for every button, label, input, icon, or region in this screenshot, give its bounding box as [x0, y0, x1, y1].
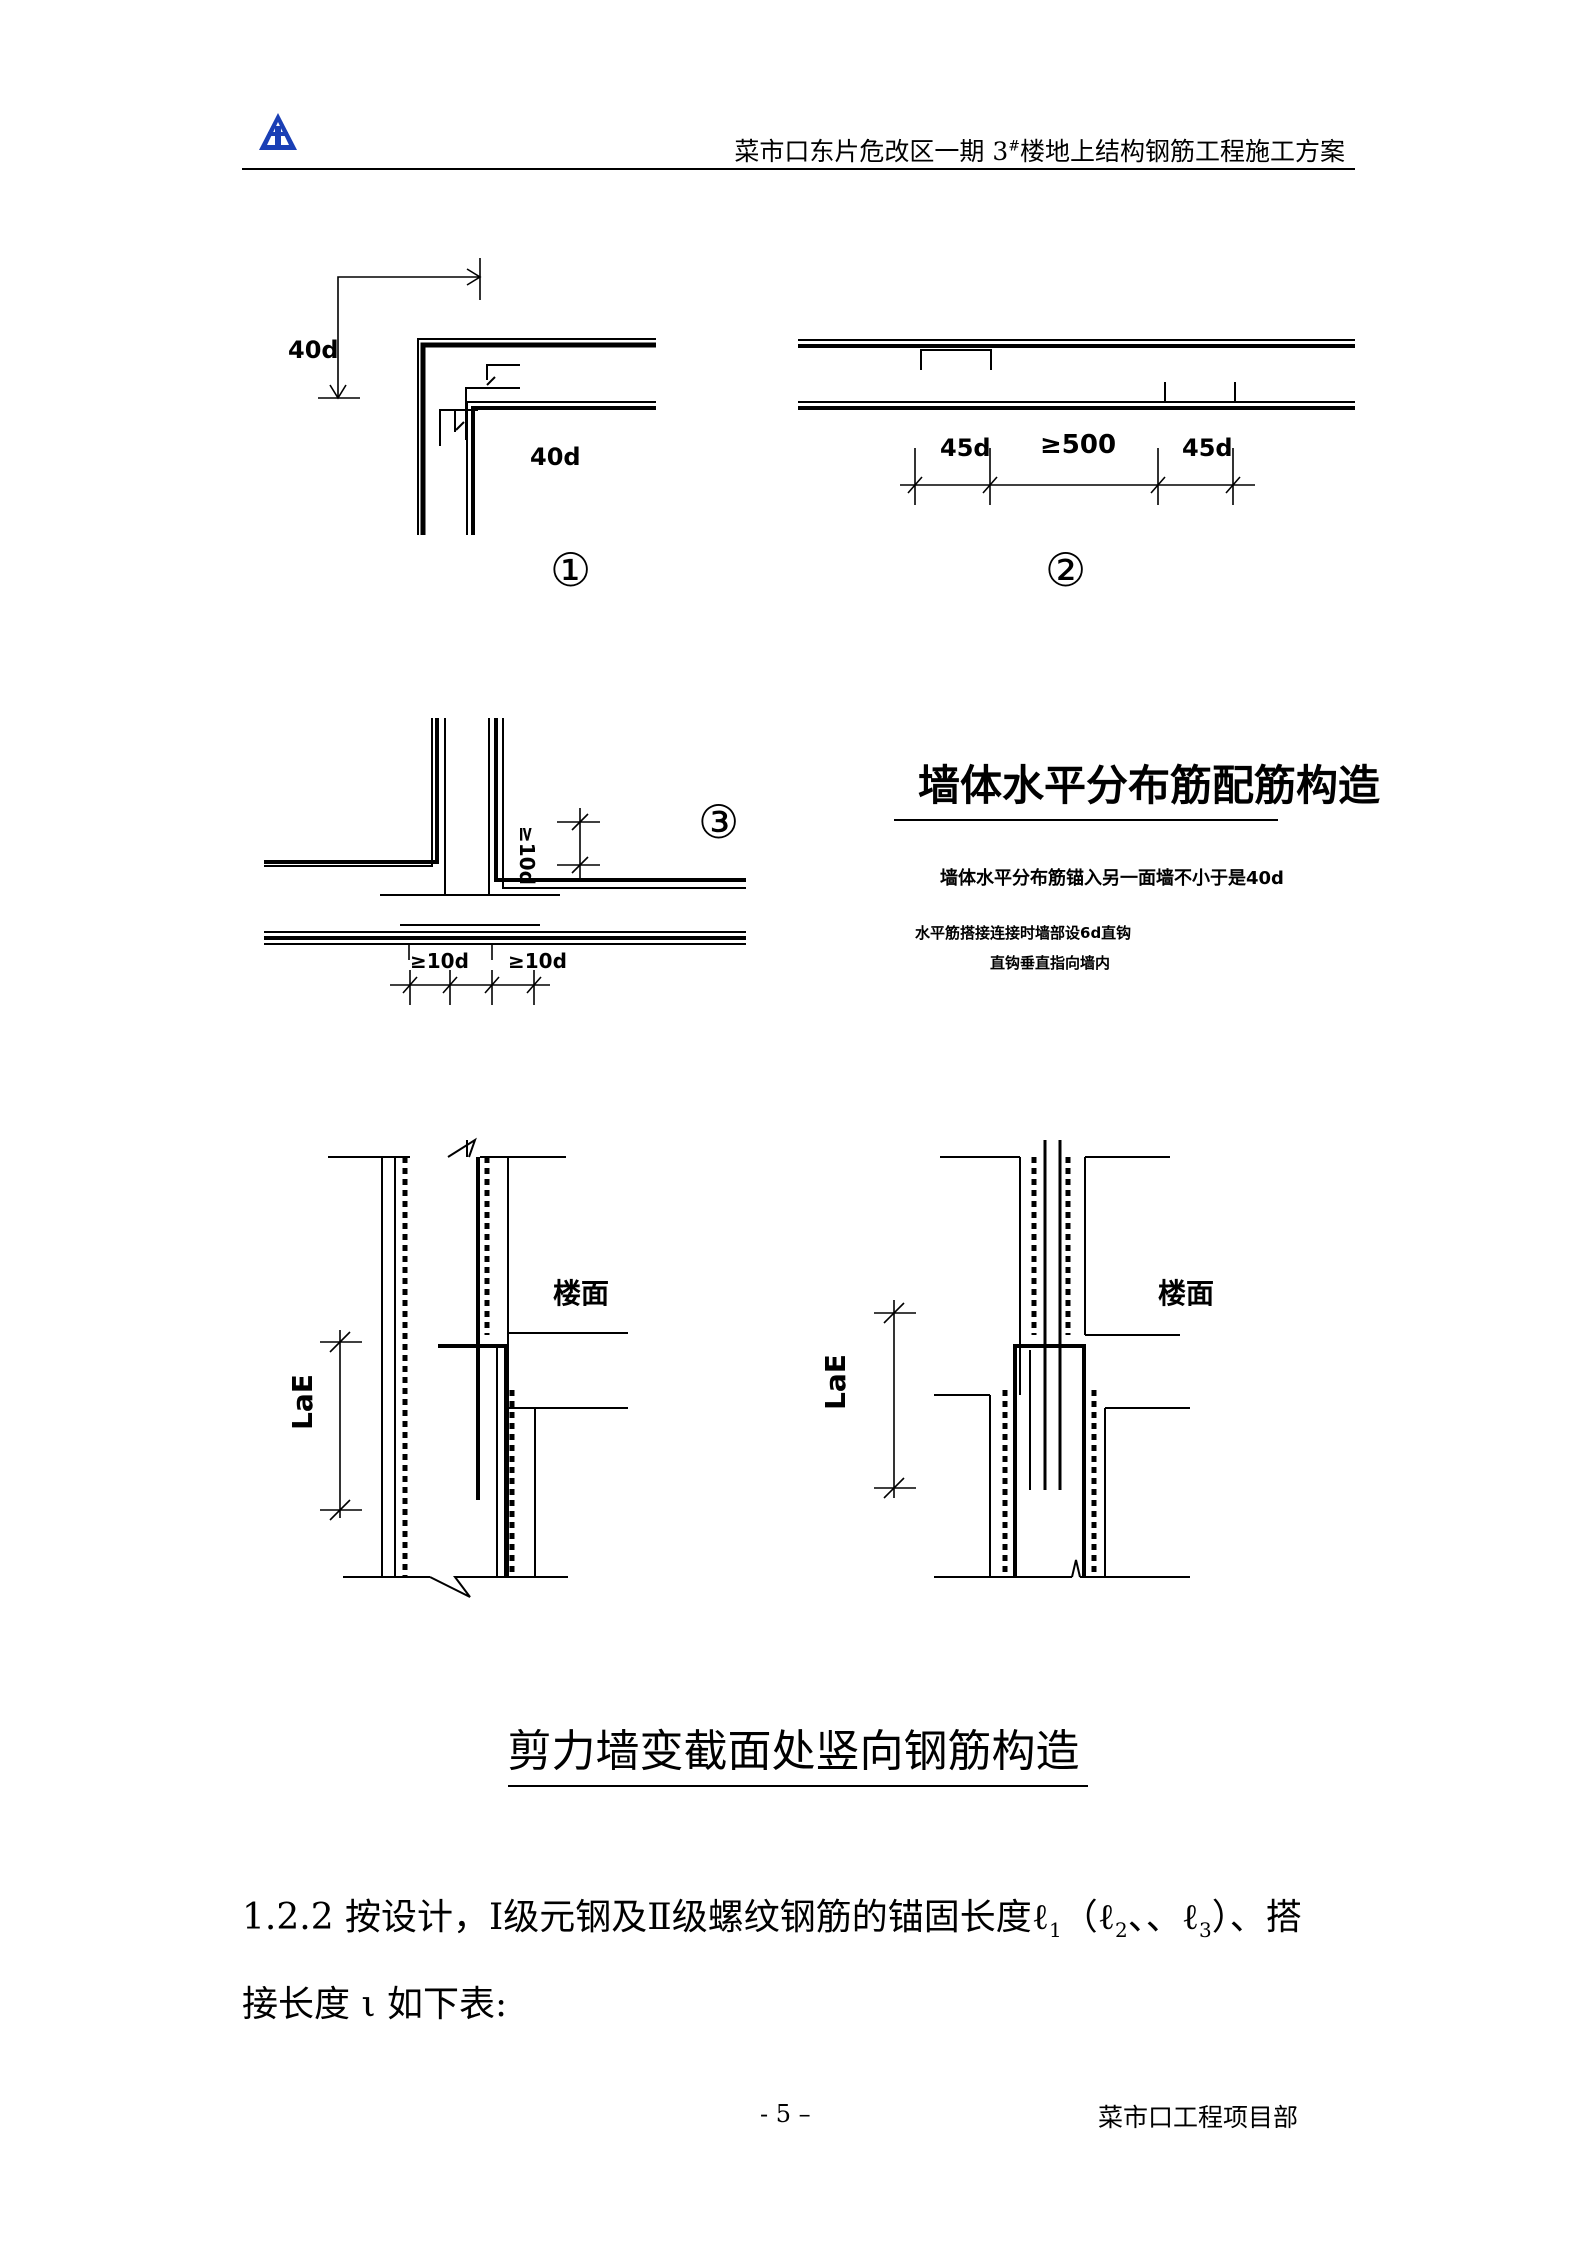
notes-line-3: 直钩垂直指向墙内: [990, 954, 1110, 972]
header-title: 菜市口东片危改区一期 3#楼地上结构钢筋工程施工方案: [734, 137, 1345, 166]
figure-1-corner-detail: [318, 258, 656, 535]
notes-title: 墙体水平分布筋配筋构造: [918, 761, 1380, 810]
left-floor-label: 楼面: [553, 1277, 609, 1310]
fig3-dim-vertical: ≥10d: [515, 826, 539, 885]
section-left-wall-step: [320, 1137, 628, 1598]
notes-line-1: 墙体水平分布筋锚入另一面墙不小于是40d: [940, 867, 1284, 889]
fig3-dim-bottom-right: ≥10d: [508, 949, 567, 973]
header-rule: [242, 168, 1355, 170]
fig1-marker: ①: [550, 543, 591, 597]
paragraph-line-2: 接长度 ι 如下表:: [242, 1984, 508, 2025]
figure-3-t-junction: [264, 718, 746, 1005]
figure-2-lap-splice: [798, 339, 1355, 505]
footer-organization: 菜市口工程项目部: [1098, 2103, 1299, 2132]
company-logo: [259, 113, 297, 150]
notes-line-2: 水平筋搭接连接时墙部设6d直钩: [915, 924, 1131, 942]
caption-rule: [508, 1785, 1088, 1787]
figure-caption: 剪力墙变截面处竖向钢筋构造: [507, 1726, 1080, 1777]
fig3-dim-bottom-left: ≥10d: [410, 949, 469, 973]
fig2-dim-right: 45d: [1182, 434, 1233, 462]
fig1-dim-top: 40d: [288, 336, 339, 364]
fig2-dim-left: 45d: [940, 434, 991, 462]
page-number: - 5 –: [760, 2100, 811, 2128]
right-dim-lae: LaE: [819, 1354, 852, 1410]
left-dim-lae: LaE: [286, 1374, 319, 1430]
fig1-dim-right: 40d: [530, 443, 581, 471]
fig2-dim-mid: ≥500: [1040, 430, 1116, 460]
paragraph-line-1: 1.2.2 按设计，Ⅰ级元钢及Ⅱ级螺纹钢筋的锚固长度ℓ1（ℓ2、、ℓ3）、搭: [242, 1897, 1302, 1943]
right-floor-label: 楼面: [1158, 1277, 1214, 1310]
section-right-wall-step: [874, 1140, 1190, 1578]
fig3-marker: ③: [698, 795, 739, 849]
fig2-marker: ②: [1045, 543, 1086, 597]
